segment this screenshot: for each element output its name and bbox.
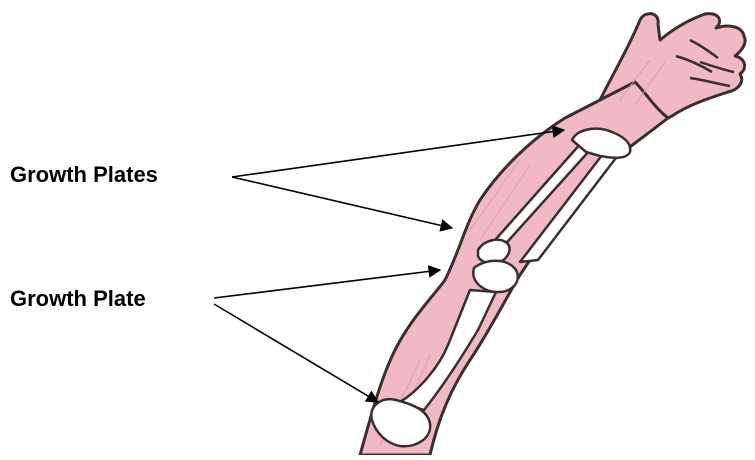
growth-plates-label: Growth Plates bbox=[10, 162, 158, 188]
arrow-to-humerus-plate bbox=[214, 270, 440, 298]
elbow-joint bbox=[473, 261, 517, 292]
arrow-to-shoulder-plate bbox=[214, 304, 378, 402]
growth-plate-label: Growth Plate bbox=[10, 286, 146, 312]
arrow-to-elbow-plate bbox=[232, 177, 452, 228]
